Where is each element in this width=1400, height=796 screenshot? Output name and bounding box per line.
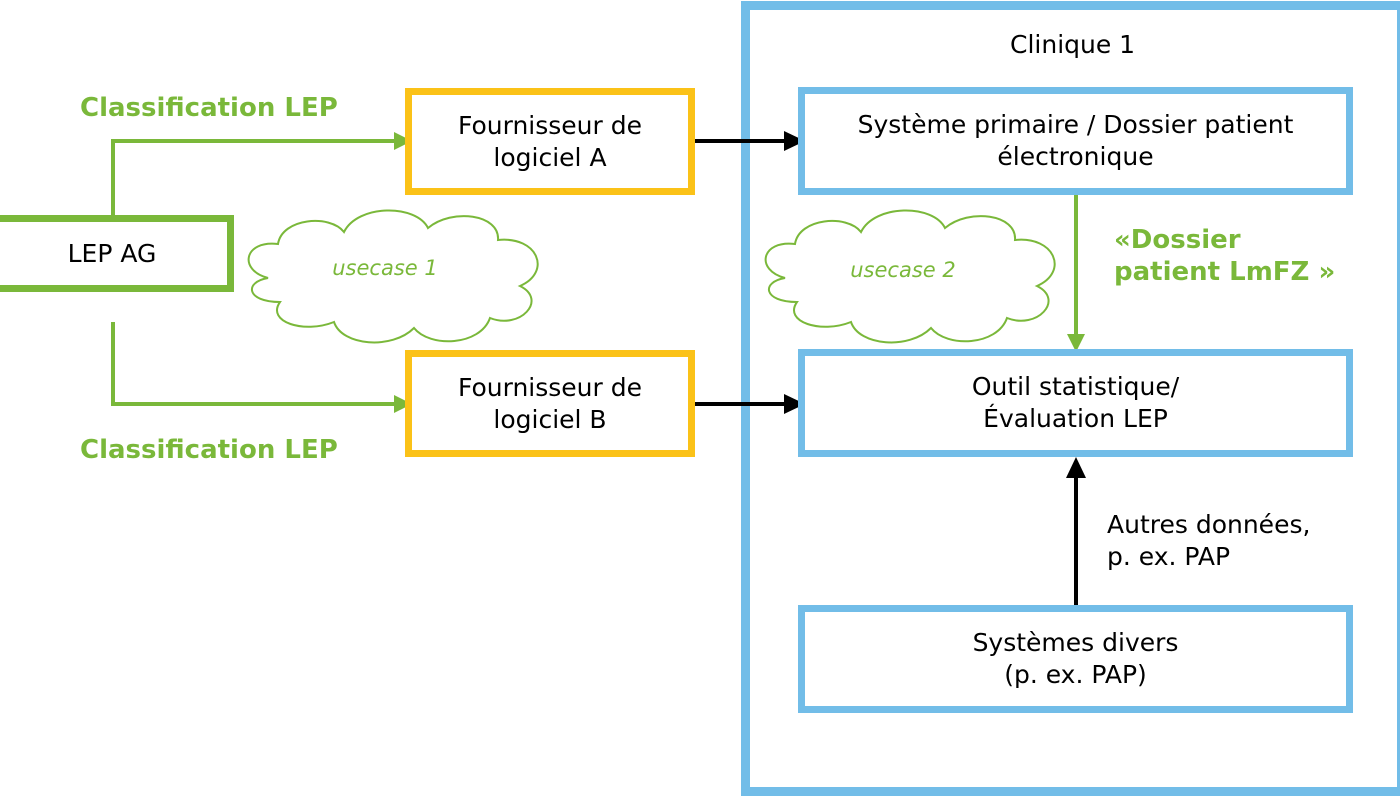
cloud-shape-usecase-1 [247, 209, 539, 344]
supplier-b-label: Fournisseur de logiciel B [457, 372, 642, 434]
lep-ag-box: LEP AG [0, 215, 234, 292]
primary-system-label: Système primaire / Dossier patient élect… [857, 110, 1294, 171]
stat-tool-box: Outil statistique/ Évaluation LEP [798, 349, 1353, 457]
classification-top-label: Classification LEP [80, 93, 338, 123]
supplier-a-box: Fournisseur de logiciel A [405, 88, 695, 195]
stat-tool-label: Outil statistique/ Évaluation LEP [971, 372, 1180, 433]
supplier-b-box: Fournisseur de logiciel B [405, 350, 695, 457]
lep-ag-label: LEP AG [67, 238, 157, 268]
misc-systems-label: Systèmes divers (p. ex. PAP) [972, 628, 1179, 689]
arrow-lep-to-supplier-a [111, 139, 396, 215]
cloud-shape-usecase-2 [764, 209, 1056, 344]
clinic-title: Clinique 1 [1010, 30, 1136, 59]
usecase-2-label: usecase 2 [850, 258, 956, 282]
arrowhead-stat-black [1066, 457, 1086, 478]
arrowhead-primary [784, 131, 805, 151]
classification-bottom-label: Classification LEP [80, 435, 338, 465]
supplier-a-label: Fournisseur de logiciel A [457, 110, 642, 172]
misc-systems-box: Systèmes divers (p. ex. PAP) [798, 605, 1353, 713]
usecase-1-label: usecase 1 [332, 256, 438, 280]
dossier-patient-label: «Dossier patient LmFZ » [1114, 225, 1336, 287]
arrowhead-stat-green [1067, 334, 1085, 352]
primary-system-box: Système primaire / Dossier patient élect… [798, 87, 1353, 195]
arrowhead-stat [784, 394, 805, 414]
arrowhead-supplier-a [394, 132, 412, 150]
other-data-label: Autres données, p. ex. PAP [1107, 510, 1311, 571]
arrow-lep-to-supplier-b [111, 322, 396, 406]
arrowhead-supplier-b [394, 395, 412, 413]
